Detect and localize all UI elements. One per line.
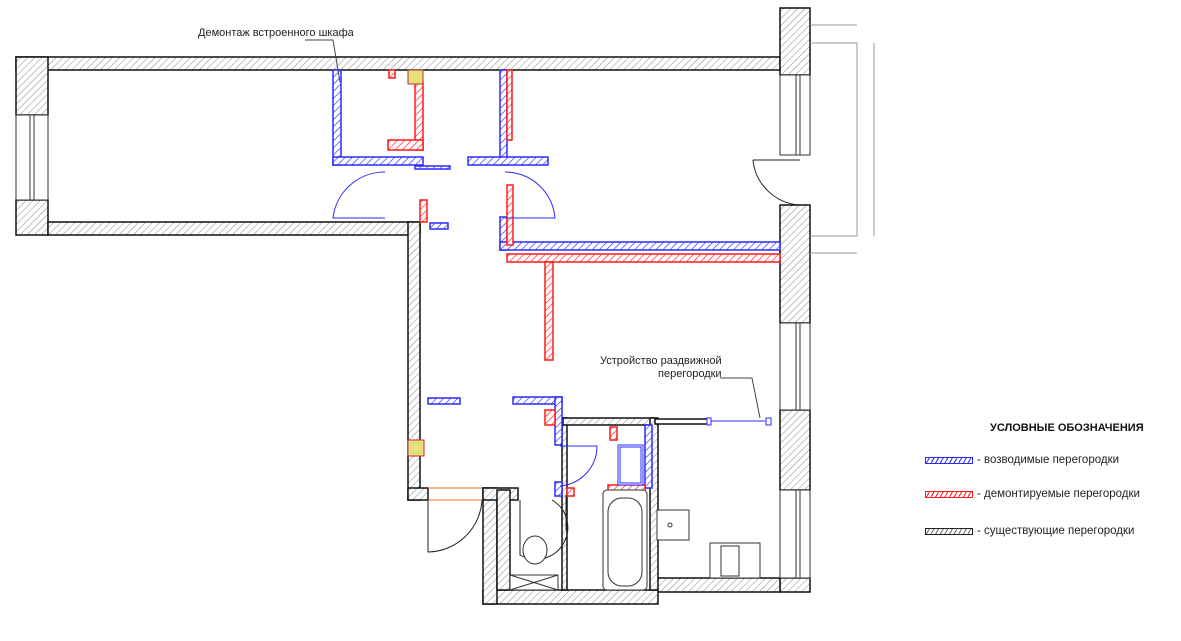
sliding-partition-label-2: перегородки: [658, 368, 722, 380]
removed-partitions: [387, 69, 781, 497]
legend-label: - демонтируемые перегородки: [977, 488, 1140, 500]
new-partitions: [332, 69, 781, 497]
legend-swatch-black: [925, 527, 973, 535]
legend-swatch-blue: [925, 456, 973, 464]
sliding-partition-label-1: Устройство раздвижной: [600, 355, 722, 367]
legend-label: - возводимые перегородки: [977, 454, 1120, 466]
windows: [15, 74, 811, 579]
existing-walls: [15, 7, 811, 605]
doors: [332, 159, 801, 560]
legend-item-new: - возводимые перегородки: [925, 454, 1119, 466]
closet-removal-label: Демонтаж встроенного шкафа: [198, 27, 354, 39]
legend-item-removed: - демонтируемые перегородки: [925, 488, 1140, 500]
fixtures: [509, 444, 761, 591]
balcony: [810, 24, 875, 254]
legend-swatch-red: [925, 490, 973, 498]
sliding-partition: [654, 417, 772, 426]
legend-item-existing: - существующие перегородки: [925, 525, 1134, 537]
legend-label: - существующие перегородки: [977, 525, 1135, 537]
leader-lines: [305, 39, 761, 419]
shafts: [407, 69, 425, 457]
legend-title: УСЛОВНЫЕ ОБОЗНАЧЕНИЯ: [990, 422, 1144, 434]
